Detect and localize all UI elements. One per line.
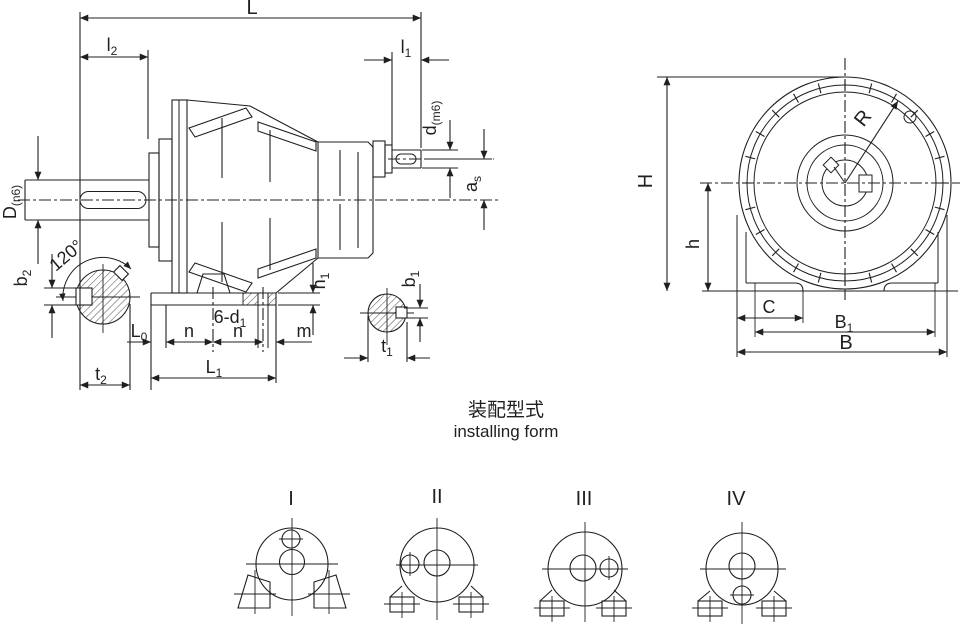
label-housing-radius: R <box>850 106 876 131</box>
lifting-hole <box>903 110 917 124</box>
label-input-key-width: b1 <box>399 270 422 287</box>
dim-R <box>844 100 899 184</box>
label-output-shaft-ext: l2 <box>107 35 118 58</box>
bolt-hole-hatch-left <box>242 292 259 306</box>
side-centerlines <box>18 158 500 352</box>
label-output-key-width: b2 <box>11 269 34 286</box>
caption: 装配型式 installing form <box>454 399 559 441</box>
label-input-shaft-ext: l1 <box>401 37 412 60</box>
end-base <box>657 76 958 357</box>
end-dimension-lines <box>663 77 947 356</box>
form-2-output-shaft <box>423 549 451 577</box>
label-mounting-holes: 6-d1 <box>214 307 247 330</box>
label-foot-offset: L0 <box>131 321 148 344</box>
label-base-width: B <box>839 332 852 354</box>
output-key-section <box>56 256 140 333</box>
label-axis-height: h <box>683 239 703 249</box>
form-3: III <box>534 488 632 622</box>
label-hole-pitch-b: n <box>233 321 243 341</box>
form-2: II <box>384 486 489 620</box>
form-1-output-shaft <box>278 548 306 576</box>
form-1-label: I <box>288 488 294 510</box>
bolt-hole-hatch-right <box>267 292 277 306</box>
label-input-shaft-diameter: d(m6) <box>420 101 443 136</box>
side-dimension-lines <box>34 14 488 389</box>
label-foot-thickness: h1 <box>309 272 332 289</box>
end-view: H h R C B1 B <box>635 58 960 357</box>
label-foot-span: B1 <box>835 312 854 335</box>
caption-english: installing form <box>454 422 559 441</box>
installing-forms: I II III <box>234 486 792 624</box>
gear-housing <box>148 99 393 294</box>
caption-chinese: 装配型式 <box>468 399 544 421</box>
input-key-section <box>360 288 414 345</box>
housing-ribs <box>188 107 359 293</box>
form-1: I <box>234 488 350 616</box>
label-input-key-depth: t1 <box>381 336 393 359</box>
form-4: IV <box>692 488 792 624</box>
label-axis-offset: as <box>461 176 484 192</box>
end-centerlines <box>700 58 960 300</box>
label-hole-pitch-a: n <box>184 321 194 341</box>
label-output-shaft-diameter: D(n6) <box>0 185 23 219</box>
label-overall-height: H <box>635 174 657 188</box>
form-3-output-shaft <box>569 554 597 582</box>
form-3-label: III <box>576 488 593 510</box>
form-2-label: II <box>431 486 442 508</box>
end-ticks <box>742 80 948 286</box>
label-foot-length: L1 <box>206 357 223 380</box>
form-4-output-shaft <box>728 552 756 580</box>
form-4-label: IV <box>727 488 747 510</box>
label-overall-length: L <box>246 0 257 19</box>
side-view: L l2 l1 d(m6) as D(n6) 120° b2 t2 L0 n n… <box>0 0 500 390</box>
side-extension-lines <box>44 12 492 390</box>
label-foot-width: C <box>763 297 776 317</box>
label-hole-margin: m <box>297 321 312 341</box>
label-output-key-depth: t2 <box>95 364 107 387</box>
